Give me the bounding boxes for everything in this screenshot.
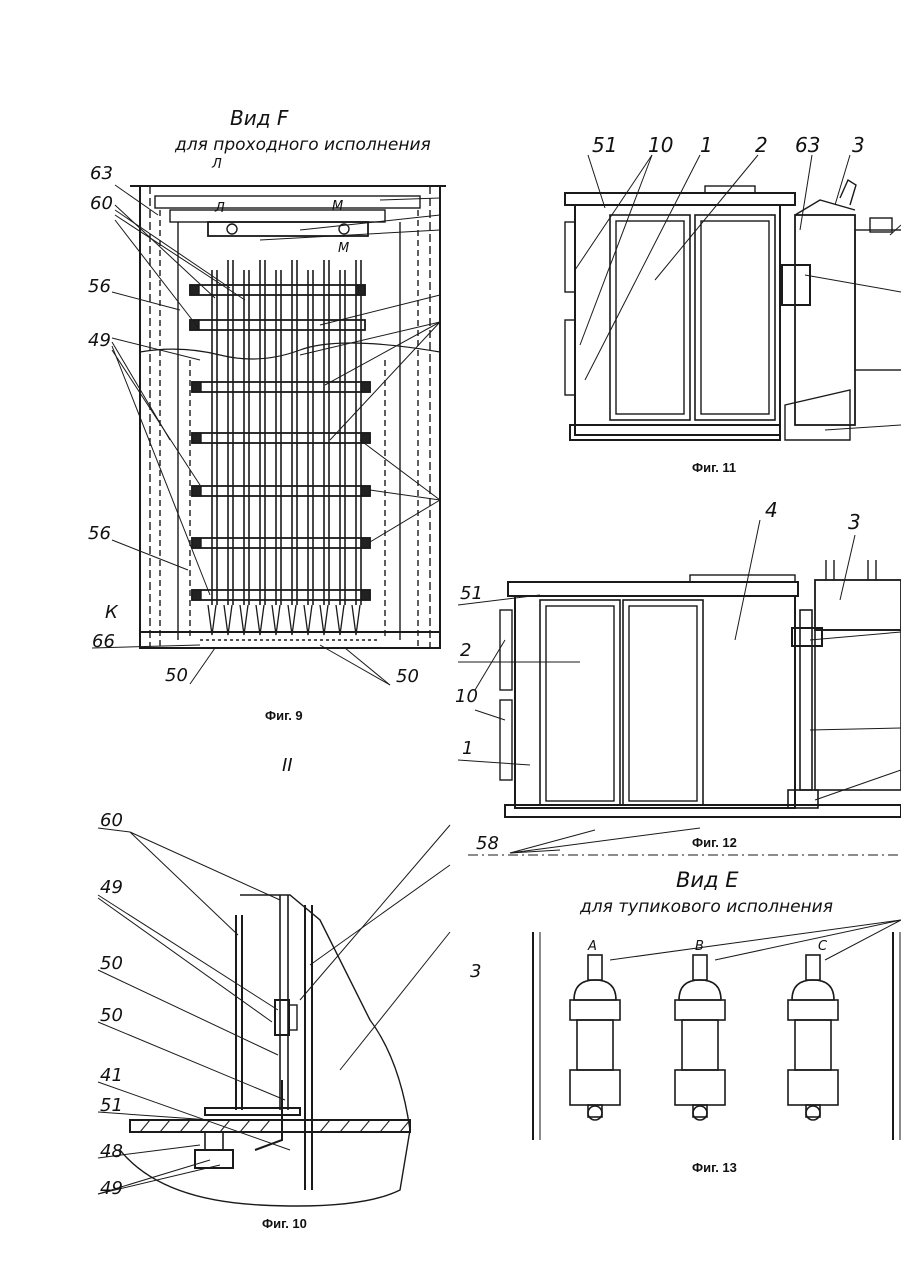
fig10-drawing — [98, 825, 450, 1206]
fig9-section-mark-l1: Л — [212, 158, 222, 171]
fig9-title-line1: Вид F — [230, 106, 288, 130]
fig13-label-3: 3 — [470, 963, 481, 981]
fig11-label-1: 1 — [700, 135, 713, 155]
fig10-label-60: 60 — [100, 812, 123, 830]
fig13-phase-a: А — [588, 940, 597, 953]
fig13-title-line2: для тупикового исполнения — [580, 897, 833, 917]
fig9-caption: Фиг. 9 — [265, 708, 303, 723]
fig9-label-56a: 56 — [88, 278, 111, 296]
fig9-title-line2: для проходного исполнения — [175, 135, 431, 155]
fig10-label-50a: 50 — [100, 955, 123, 973]
fig9-section-mark-m1: М — [332, 200, 343, 213]
fig10-label-49a: 49 — [100, 879, 123, 897]
fig11-label-3: 3 — [852, 135, 865, 155]
fig12-label-1: 1 — [462, 740, 473, 758]
fig9-drawing — [92, 185, 446, 685]
fig12-caption: Фиг. 12 — [692, 835, 737, 850]
fig9-section-mark-m2: М — [338, 242, 349, 255]
fig11-label-10: 10 — [648, 135, 673, 155]
fig9-label-63: 63 — [90, 165, 113, 183]
fig10-caption: Фиг. 10 — [262, 1216, 307, 1231]
fig9-label-k: К — [105, 604, 118, 622]
fig10-label-48: 48 — [100, 1143, 123, 1161]
fig10-label-51: 51 — [100, 1097, 123, 1115]
fig12-drawing — [458, 520, 901, 817]
fig10-label-41: 41 — [100, 1067, 123, 1085]
fig10-label-49b: 49 — [100, 1180, 123, 1198]
fig9-label-66: 66 — [92, 633, 115, 651]
fig13-caption: Фиг. 13 — [692, 1160, 737, 1175]
fig9-label-50b: 50 — [396, 668, 419, 686]
fig13-title-line1: Вид Е — [676, 868, 739, 892]
fig13-phase-b: В — [695, 940, 704, 953]
fig11-label-2: 2 — [755, 135, 768, 155]
fig12-label-4: 4 — [765, 500, 778, 520]
fig12-label-2: 2 — [460, 642, 471, 660]
fig9-label-50a: 50 — [165, 667, 188, 685]
fig12-label-10: 10 — [455, 688, 478, 706]
fig12-label-3: 3 — [848, 512, 861, 532]
fig9-label-49: 49 — [88, 332, 111, 350]
fig9-label-56b: 56 — [88, 525, 111, 543]
fig11-caption: Фиг. 11 — [692, 460, 736, 475]
fig10-roman-numeral: II — [282, 757, 293, 775]
fig9-label-60: 60 — [90, 195, 113, 213]
fig13-label-58: 58 — [476, 835, 499, 853]
fig11-label-51: 51 — [592, 135, 617, 155]
fig12-label-51: 51 — [460, 585, 483, 603]
fig10-label-50b: 50 — [100, 1007, 123, 1025]
fig13-phase-c: С — [818, 940, 827, 953]
fig11-label-63: 63 — [795, 135, 820, 155]
fig9-section-mark-l2: Л — [215, 202, 225, 215]
fig11-drawing — [565, 155, 901, 440]
